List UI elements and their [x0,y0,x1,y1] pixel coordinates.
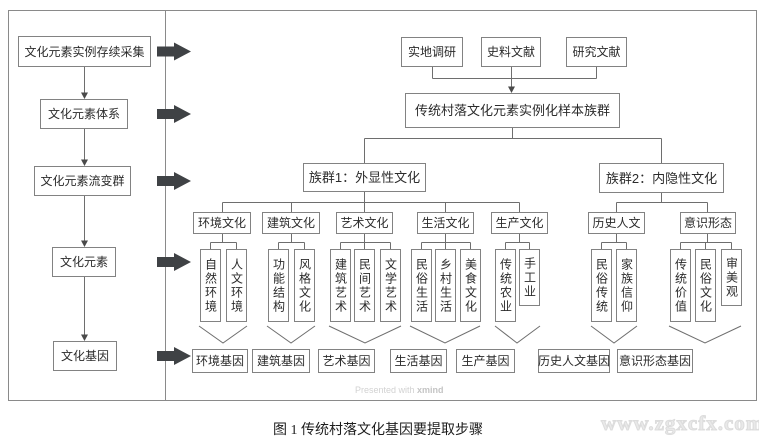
gene-environment: 环境基因 [192,349,248,373]
item-folk-life: 民俗生活 [411,249,432,322]
chevron-connector [198,325,248,344]
figure-caption: 图 1 传统村落文化基因要提取步骤 [273,423,483,438]
cluster-implicit-culture: 族群2：内隐性文化 [599,163,724,193]
source-historical-literature: 史料文献 [481,37,541,67]
chevron-connector [266,325,316,344]
chevron-connector [494,325,541,344]
item-human-environment: 人文环境 [226,249,247,322]
category-ideology: 意识形态 [680,212,736,234]
item-village-life: 乡村生活 [435,249,456,322]
category-architecture: 建筑文化 [262,212,320,234]
down-arrowhead-icon [81,92,88,99]
item-traditional-values: 传统价值 [670,249,691,322]
item-handicraft: 手工业 [519,249,540,306]
item-folk-tradition: 民俗传统 [591,249,612,322]
sample-pool-box: 传统村落文化元素实例化样本族群 [405,93,620,128]
right-arrow-icon [157,105,191,123]
chevron-connector [328,325,402,344]
item-literary-art: 文学艺术 [380,249,401,322]
right-arrow-icon [157,172,191,190]
flow-step-gene: 文化基因 [53,341,117,371]
gene-production: 生产基因 [456,349,515,373]
down-arrowhead-icon [81,334,88,341]
source-research-literature: 研究文献 [566,37,627,67]
item-traditional-agriculture: 传统农业 [495,249,516,322]
right-arrow-icon [157,253,191,271]
item-style-culture: 风格文化 [294,249,315,322]
flow-step-element: 文化元素 [52,247,116,277]
gene-history-humanities: 历史人文基因 [538,349,610,373]
category-life: 生活文化 [417,212,474,234]
item-folk-art: 民间艺术 [354,249,375,322]
down-arrowhead-icon [508,86,515,93]
category-history-humanities: 历史人文 [588,212,645,234]
cluster-explicit-culture: 族群1：外显性文化 [303,163,426,192]
chevron-connector [668,325,742,344]
down-arrowhead-icon [81,240,88,247]
right-arrow-icon [157,347,191,365]
xmind-watermark-prefix: Presented with [355,385,418,395]
flow-step-system: 文化元素体系 [40,99,128,129]
item-folk-culture: 民俗文化 [695,249,716,322]
chevron-connector [590,325,638,344]
category-production: 生产文化 [491,212,548,234]
flow-step-collection: 文化元素实例存续采集 [18,36,151,67]
xmind-watermark-brand: xmind [417,385,444,395]
down-arrowhead-icon [81,159,88,166]
xmind-watermark: Presented with xmind [355,385,444,395]
right-arrow-icon [157,42,191,61]
gene-life: 生活基因 [390,349,447,373]
item-natural-environment: 自然环境 [200,249,221,322]
item-food-culture: 美食文化 [460,249,481,322]
flow-step-evolution-group: 文化元素流变群 [34,166,131,196]
site-watermark: www.zgxcfx.com [600,411,759,436]
category-environment: 环境文化 [193,212,251,234]
category-art: 艺术文化 [336,212,393,234]
diagram-frame [8,10,757,401]
source-field-research: 实地调研 [401,37,463,67]
gene-art: 艺术基因 [318,349,375,373]
gene-architecture: 建筑基因 [252,349,310,373]
chevron-connector [409,325,481,344]
item-family-belief: 家族信仰 [616,249,637,322]
item-functional-structure: 功能结构 [268,249,289,322]
gene-ideology: 意识形态基因 [617,349,693,373]
item-architectural-art: 建筑艺术 [330,249,351,322]
item-aesthetics: 审美观 [721,249,742,306]
